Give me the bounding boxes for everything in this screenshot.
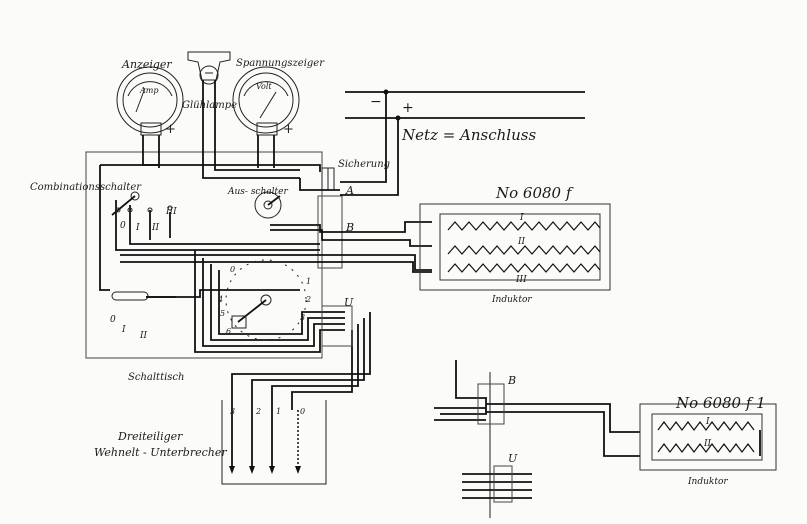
terminal-a: A bbox=[345, 184, 354, 197]
fuse bbox=[321, 167, 335, 191]
glow-lamp bbox=[187, 51, 231, 85]
label-wehnelt-unterbrecher: Wehnelt - Unterbrecher bbox=[94, 446, 227, 459]
voltmeter-face-label: Volt bbox=[256, 82, 272, 91]
label-sicherung: Sicherung bbox=[338, 159, 390, 170]
coil2-II: II bbox=[703, 439, 712, 449]
dial-mark-2: 2 bbox=[305, 295, 311, 304]
tab-contact-0: 0 bbox=[110, 315, 116, 325]
terminal-u: U bbox=[344, 296, 354, 309]
mains-minus: − bbox=[370, 94, 382, 110]
unterbrecher-mark-2: 2 bbox=[255, 407, 261, 416]
label-schalttisch: Schalttisch bbox=[128, 372, 184, 383]
label-induktor-1: Induktor bbox=[491, 295, 532, 305]
dial-mark-1: 1 bbox=[306, 277, 311, 286]
unterbrecher-mark-0: 0 bbox=[300, 407, 305, 416]
model-6080f1: No 6080 f 1 bbox=[675, 394, 766, 412]
dial-mark-4: 4 bbox=[217, 295, 223, 304]
dial-mark-0: 0 bbox=[230, 265, 235, 274]
mains-plus: + bbox=[402, 100, 414, 116]
inductor-1 bbox=[419, 203, 611, 291]
label-netz-anschluss: Netz = Anschluss bbox=[401, 126, 536, 144]
ammeter-face-label: Amp bbox=[139, 86, 158, 95]
resistor-lever[interactable] bbox=[111, 291, 176, 301]
dial-mark-5: 5 bbox=[220, 309, 225, 318]
wehnelt-interrupter bbox=[221, 400, 327, 485]
mains-busbars bbox=[345, 89, 585, 121]
terminal-b: B bbox=[345, 221, 354, 234]
combination-switch[interactable] bbox=[111, 191, 173, 216]
terminal-u-2: U bbox=[508, 452, 518, 465]
label-ausschalter: Aus- schalter bbox=[227, 187, 288, 197]
terminal-b-2: B bbox=[507, 374, 516, 387]
plus-voltmeter: + bbox=[283, 122, 294, 137]
main-wiring bbox=[99, 80, 432, 410]
coil-I: I bbox=[519, 213, 524, 223]
tab-contact-I: I bbox=[121, 325, 126, 335]
label-spannungszeiger: Spannungszeiger bbox=[236, 58, 325, 69]
label-gluehlampe: Glühlampe bbox=[182, 100, 237, 111]
coil-III: III bbox=[515, 275, 527, 285]
label-dreiteiliger: Dreiteiliger bbox=[117, 430, 183, 443]
switch-mark-II: II bbox=[151, 223, 160, 233]
unterbrecher-mark-3: 3 bbox=[230, 407, 235, 416]
label-induktor-2: Induktor bbox=[687, 477, 728, 487]
dial-mark-6: 6 bbox=[226, 327, 231, 336]
coil2-I: I bbox=[705, 417, 710, 427]
switch-mark-0: 0 bbox=[120, 221, 126, 231]
label-combinationsschalter: Combinationsschalter bbox=[30, 182, 142, 193]
label-anzeiger: Anzeiger bbox=[121, 58, 172, 71]
ammeter: Amp bbox=[116, 66, 184, 136]
tab-contact-II: II bbox=[139, 331, 148, 341]
switch-mark-III: III bbox=[165, 207, 177, 217]
switch-mark-I: I bbox=[135, 223, 140, 233]
coil-II: II bbox=[517, 237, 526, 247]
terminal-strip-u bbox=[321, 305, 353, 347]
unterbrecher-mark-1: 1 bbox=[276, 407, 281, 416]
plus-ammeter: + bbox=[165, 122, 176, 137]
voltmeter: Volt bbox=[232, 66, 300, 136]
model-6080f: No 6080 f bbox=[495, 184, 574, 202]
second-schematic-wiring bbox=[434, 360, 640, 518]
rheostat-dial[interactable] bbox=[225, 259, 307, 341]
dial-mark-3: 3 bbox=[300, 313, 305, 322]
inductor-2 bbox=[639, 403, 777, 471]
off-switch[interactable] bbox=[254, 191, 282, 219]
